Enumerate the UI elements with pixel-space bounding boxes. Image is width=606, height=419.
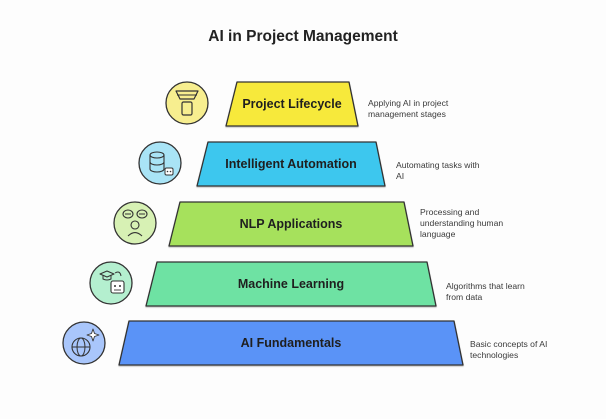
tier-label: Intelligent Automation <box>225 157 356 171</box>
language-processing-icon <box>113 201 157 245</box>
tier-description-project-lifecycle: Applying AI in project management stages <box>368 98 449 119</box>
tier-shape <box>168 201 414 247</box>
tier-project-lifecycle: Project Lifecycle <box>165 81 359 127</box>
tier-nlp-applications: NLP Applications <box>113 201 414 247</box>
tier-description-ai-fundamentals: Basic concepts of AI technologies <box>470 339 548 360</box>
tier-label: Machine Learning <box>238 277 344 291</box>
funnel-icon <box>165 81 209 125</box>
tier-ai-fundamentals: AI Fundamentals <box>62 320 464 366</box>
tier-shape <box>225 81 359 127</box>
database-robot-icon <box>138 141 182 185</box>
tier-intelligent-automation: Intelligent Automation <box>138 141 386 187</box>
learning-robot-icon <box>89 261 133 305</box>
diagram-title: AI in Project Management <box>208 28 398 45</box>
tier-description-nlp-applications: Processing and understanding human langu… <box>420 207 504 239</box>
tier-shape <box>118 320 464 366</box>
globe-sparkle-icon <box>62 321 106 365</box>
tier-description-intelligent-automation: Automating tasks with AI <box>396 160 480 181</box>
tier-shape <box>196 141 386 187</box>
tier-shape <box>145 261 437 307</box>
tier-label: Project Lifecycle <box>242 97 341 111</box>
tier-description-machine-learning: Algorithms that learn from data <box>446 281 525 302</box>
tier-label: NLP Applications <box>240 217 343 231</box>
tier-machine-learning: Machine Learning <box>89 261 437 307</box>
tier-label: AI Fundamentals <box>241 336 342 350</box>
